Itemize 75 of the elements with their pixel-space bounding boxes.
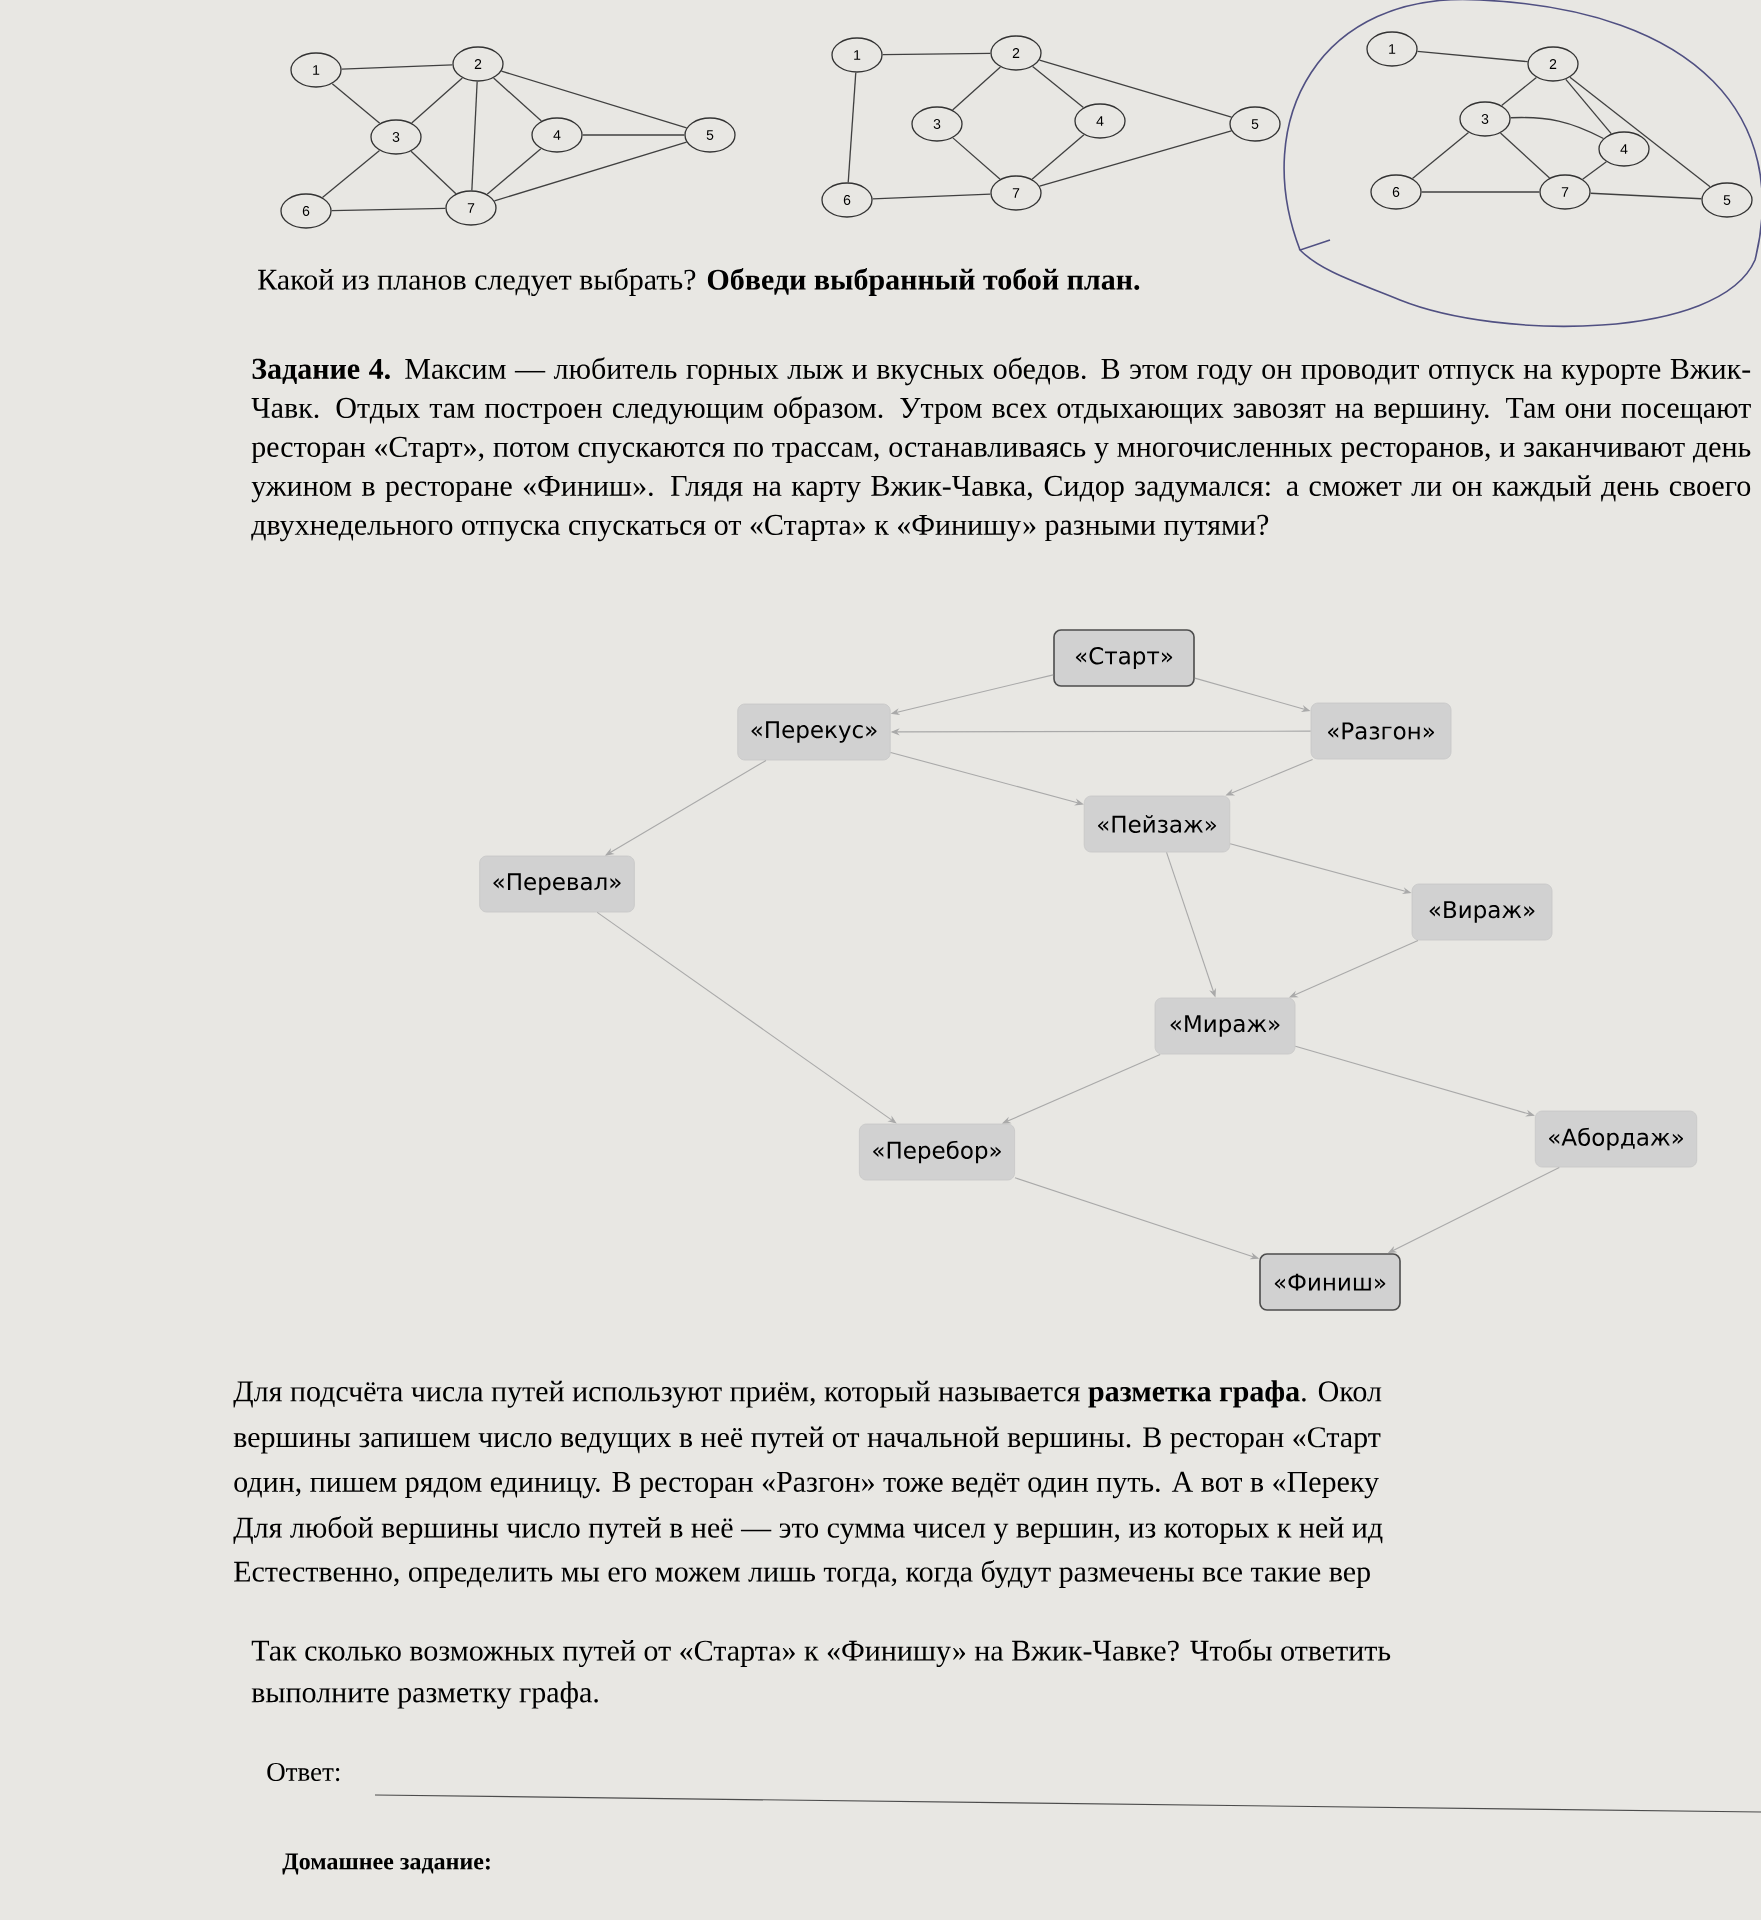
text-line: вершины запишем число ведущих в неё путей от начальной вершины. В ресторан «Старт [233, 1426, 1381, 1454]
restaurant-box: «Абордаж» [1534, 1110, 1698, 1168]
graph-vertex: 3 [1459, 101, 1511, 137]
restaurant-box: «Перебор» [859, 1123, 1015, 1181]
graph-edge [331, 207, 446, 212]
text-line: выполните разметку графа. [251, 1681, 598, 1709]
graph-edge [1039, 130, 1232, 187]
graph-edge [1565, 78, 1612, 135]
answer-label: Ответ: [267, 1762, 340, 1782]
graph-vertex: 2 [452, 46, 504, 82]
graph-edge [1038, 59, 1233, 118]
graph-vertex: 2 [990, 35, 1042, 71]
text-line: Какой из планов следует выбрать? Обведи выбранный тобой план. [258, 268, 1140, 296]
graph-edge [486, 148, 542, 195]
graph-edge [882, 52, 991, 56]
paragraph: Задание 4. Максим — любитель горных лыж и вкусных обедов. В этом году он проводит отпуск на курорте Вжик-Чавк. Отдых там построен следующим образом. Утром всех отдыхающих завозят на вершину. Там они посещают ресторан «Старт», потом спускаются по трассам, останавливаясь у многочисленных ресторанов, и заканчивают день ужином в ресторане «Финиш». Глядя на карту Вжик-Чавка, Сидор задумался: а сможет ли он каждый день своего двухнедельного отпуска спускаться от «Старта» к «Финишу» разными путями? [251, 357, 1751, 542]
restaurant-box: «Финиш» [1259, 1253, 1401, 1311]
graph-edge [411, 77, 463, 124]
restaurant-box: «Перекус» [737, 703, 891, 761]
graph-edge [410, 150, 457, 195]
graph-edge [1421, 191, 1540, 193]
restaurant-box: «Вираж» [1411, 883, 1553, 941]
graph-vertex: 4 [531, 117, 583, 153]
graph-edge [1589, 192, 1703, 200]
graph-edge [500, 70, 688, 129]
graph-edge [1031, 65, 1085, 109]
restaurant-box: «Перевал» [479, 855, 635, 913]
graph-vertex: 6 [821, 182, 873, 218]
graph-edge [1501, 76, 1538, 107]
graph-vertex: 4 [1074, 103, 1126, 139]
graph-vertex: 2 [1527, 46, 1579, 82]
graph-edge [1031, 134, 1085, 180]
graph-edge [1509, 116, 1605, 140]
graph-edge [871, 193, 992, 200]
heading: Домашнее задание: [282, 1853, 490, 1875]
text-line: Так сколько возможных путей от «Старта» к «Финишу» на Вжик-Чавке? Чтобы ответить [251, 1639, 1391, 1667]
graph-edge [951, 66, 1002, 111]
graph-edge [952, 137, 1001, 180]
graph-vertex: 1 [290, 52, 342, 88]
graph-edge [321, 149, 381, 199]
graph-vertex: 3 [370, 119, 422, 155]
graph-vertex: 1 [831, 37, 883, 73]
graph-vertex: 7 [1539, 174, 1591, 210]
graph-edge [582, 134, 685, 136]
text-line: Для любой вершины число путей в неё — это сумма чисел у вершин, из которых к ней ид [233, 1516, 1383, 1544]
text-line: Естественно, определить мы его можем лишь тогда, когда будут размечены все такие вер [234, 1560, 1370, 1588]
restaurant-box: «Старт» [1053, 629, 1195, 687]
graph-vertex: 6 [1370, 174, 1422, 210]
graph-edge [1411, 131, 1470, 180]
graph-vertex: 5 [1229, 106, 1281, 142]
text-line: Для подсчёта числа путей используют приём, который называется разметка графа. Окол [233, 1380, 1382, 1408]
graph-vertex: 4 [1598, 131, 1650, 167]
graph-edge [471, 81, 478, 191]
graph-vertex: 7 [990, 175, 1042, 211]
graph-edge [1416, 50, 1529, 63]
graph-vertex: 5 [1701, 182, 1753, 218]
graph-edge [1569, 76, 1711, 188]
graph-edge [1499, 132, 1551, 179]
restaurant-box: «Мираж» [1154, 997, 1296, 1055]
arrow [605, 759, 767, 856]
graph-edge [847, 72, 857, 184]
arrow [596, 911, 897, 1124]
graph-edge [492, 77, 543, 122]
restaurant-box: «Пейзаж» [1083, 795, 1231, 853]
graph-vertex: 5 [684, 117, 736, 153]
graph-vertex: 6 [280, 193, 332, 229]
graph-edge [340, 64, 454, 70]
graph-edge [1581, 161, 1608, 180]
graph-edge [331, 83, 381, 125]
graph-edge [493, 141, 688, 202]
restaurant-box: «Разгон» [1310, 702, 1452, 760]
graph-vertex: 3 [911, 106, 963, 142]
graph-vertex: 1 [1366, 31, 1418, 67]
graph-vertex: 7 [445, 190, 497, 226]
text-line: один, пишем рядом единицу. В ресторан «Разгон» тоже ведёт один путь. А вот в «Переку [234, 1471, 1379, 1499]
